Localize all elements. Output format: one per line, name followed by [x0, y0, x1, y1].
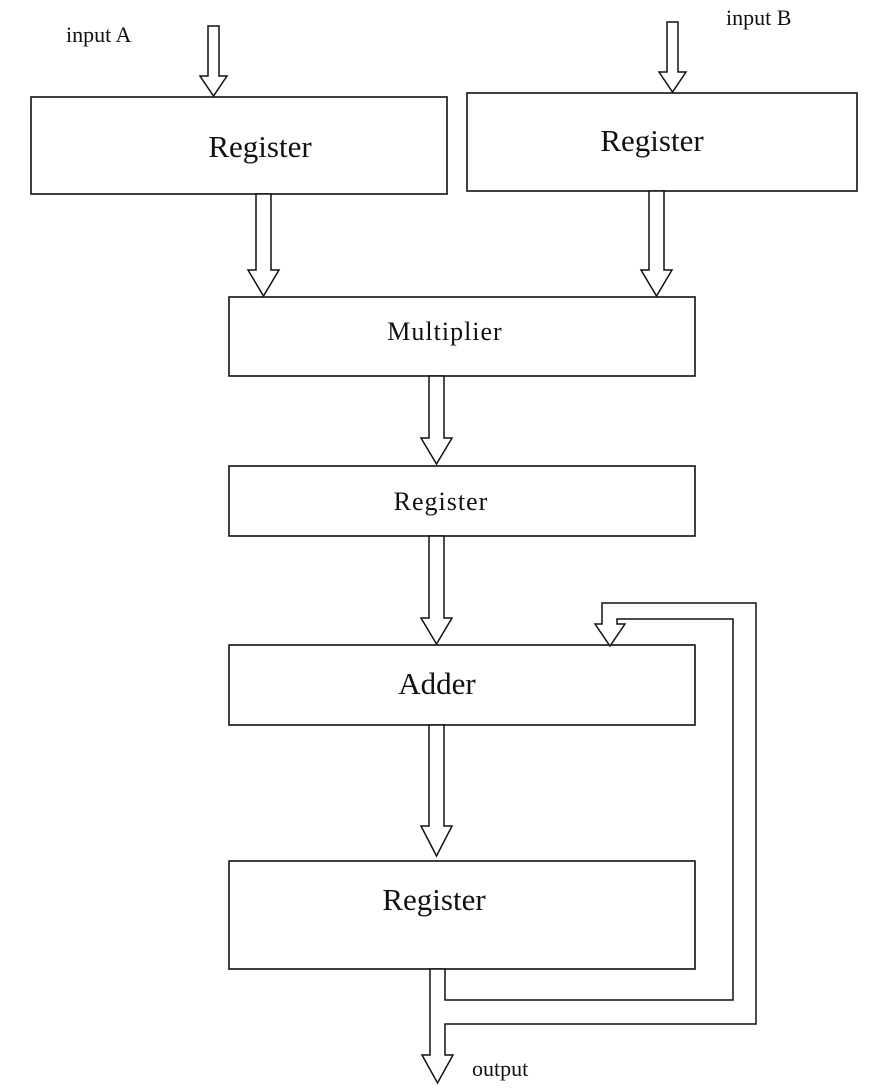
register-a-to-multiplier-arrow [246, 193, 281, 298]
input-a-label: input A [66, 22, 132, 47]
register-to-adder-arrow [419, 535, 454, 646]
multiplier-block: Multiplier [228, 296, 696, 377]
multiplier-label: Multiplier [387, 317, 502, 346]
output-label: output [472, 1056, 528, 1081]
input-b-label: input B [726, 5, 791, 30]
multiplier-to-register-arrow [419, 375, 454, 466]
register-b-label: Register [600, 123, 704, 158]
register-b-to-multiplier-arrow [639, 190, 674, 298]
register-b-block: Register [466, 92, 858, 192]
register-a-block: Register [30, 96, 448, 195]
register-mid-label: Register [394, 487, 489, 516]
feedback-loop-and-output-arrow [420, 602, 757, 1085]
input-a-arrow [198, 25, 229, 98]
adder-block: Adder [228, 644, 696, 726]
register-out-block: Register [228, 860, 696, 970]
input-b-arrow [657, 21, 688, 94]
register-mid-block: Register [228, 465, 696, 537]
register-a-label: Register [208, 129, 312, 164]
register-out-label: Register [382, 882, 486, 917]
adder-to-register-arrow [419, 724, 454, 858]
adder-label: Adder [398, 666, 476, 701]
